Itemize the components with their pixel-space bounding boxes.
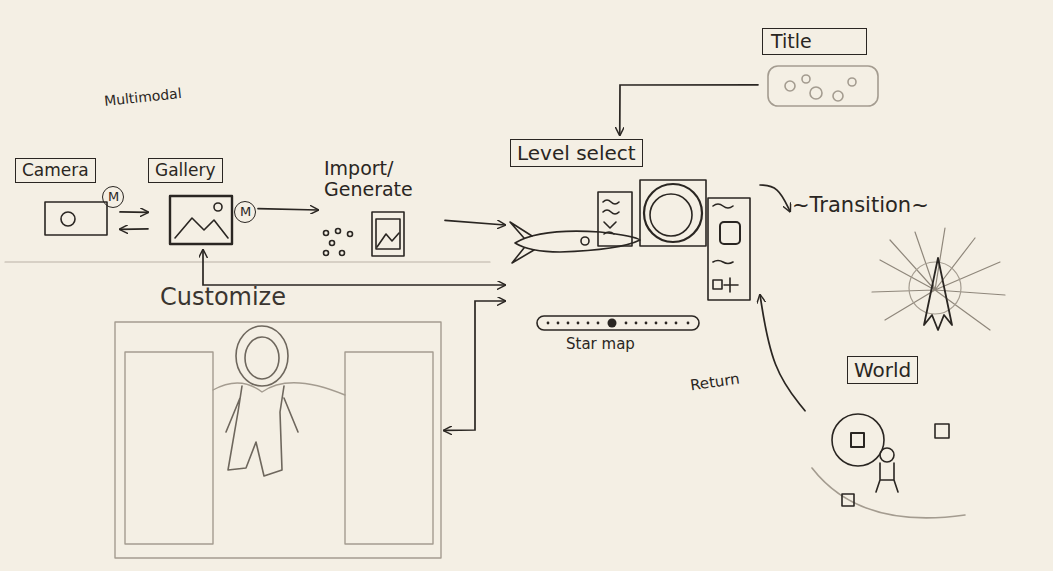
boxed-label: Camera bbox=[15, 158, 96, 183]
planet-circle bbox=[650, 194, 692, 236]
camera-screen: CameraM bbox=[15, 158, 120, 245]
flow-arrow bbox=[760, 295, 805, 411]
world-ground bbox=[812, 468, 965, 518]
gallery-screen: GalleryM bbox=[148, 158, 258, 250]
planet-circle bbox=[644, 184, 702, 242]
title-bubble bbox=[785, 81, 795, 91]
star-map-bar bbox=[537, 316, 699, 330]
boxed-label: Title bbox=[762, 28, 867, 55]
import-generate-screen: Import/ Generate bbox=[318, 158, 445, 262]
title-bubble bbox=[802, 75, 810, 83]
level-card bbox=[708, 198, 750, 300]
level-select-screen: Level select bbox=[505, 135, 760, 335]
boxed-label: Level select bbox=[510, 139, 643, 167]
world-item bbox=[842, 494, 854, 506]
note-text: Multimodal bbox=[103, 86, 182, 109]
gallery-screen-icon bbox=[170, 196, 232, 244]
flow-arrow bbox=[120, 228, 148, 230]
panel-cloud bbox=[213, 383, 345, 395]
launch-burst bbox=[872, 228, 1005, 330]
generate-dot bbox=[336, 229, 341, 234]
world-screen: World bbox=[805, 352, 1005, 520]
flow-arrow bbox=[620, 85, 758, 135]
customize-screen: Customize bbox=[112, 282, 444, 562]
flow-arrow bbox=[444, 301, 505, 430]
world-portal bbox=[832, 414, 884, 466]
star-dots bbox=[547, 319, 690, 328]
generate-dot bbox=[324, 231, 329, 236]
card-scribble bbox=[713, 204, 733, 264]
camera-screen-icon bbox=[45, 202, 107, 235]
screen-label: M bbox=[108, 190, 119, 204]
level-card bbox=[640, 180, 706, 246]
flow-arrow bbox=[203, 250, 505, 285]
portal-card bbox=[851, 433, 864, 447]
boxed-label: Gallery bbox=[148, 158, 223, 183]
card-square bbox=[713, 280, 722, 289]
card-cross bbox=[724, 278, 738, 292]
player-body bbox=[876, 463, 898, 492]
player-head bbox=[880, 448, 894, 462]
screen-label: Import/ Generate bbox=[324, 158, 424, 200]
camera-lens bbox=[61, 212, 75, 226]
world-item bbox=[935, 424, 949, 438]
flow-arrow bbox=[120, 211, 148, 213]
launching-rocket bbox=[924, 258, 952, 330]
screen-label: M bbox=[240, 205, 251, 219]
rocket-fins bbox=[510, 222, 534, 263]
flow-arrow bbox=[760, 185, 790, 211]
generate-dot bbox=[340, 251, 345, 256]
edge-label: Return bbox=[689, 371, 741, 394]
flow-arrow bbox=[258, 209, 318, 210]
card-scribble bbox=[603, 200, 619, 234]
title-screen: Title bbox=[758, 26, 882, 110]
rocket-window bbox=[581, 237, 589, 245]
avatar-face bbox=[245, 337, 279, 379]
generate-dot bbox=[330, 241, 335, 246]
customize-side-panel bbox=[345, 352, 433, 544]
rocket-ship bbox=[515, 231, 640, 252]
title-screen-sketch bbox=[768, 66, 878, 106]
transition-screen: ~Transition~ bbox=[790, 190, 1015, 355]
customize-panel bbox=[115, 322, 441, 558]
generate-dot bbox=[348, 232, 353, 237]
multimodal-badge: M bbox=[234, 201, 256, 223]
title-bubble bbox=[848, 78, 856, 86]
level-card bbox=[598, 192, 632, 246]
title-bubble bbox=[833, 91, 843, 101]
card-picture bbox=[720, 222, 740, 244]
flow-arrow bbox=[445, 220, 505, 225]
customize-side-panel bbox=[125, 352, 213, 544]
picture-sun bbox=[214, 203, 222, 211]
title-bubble bbox=[810, 87, 822, 99]
map-caption: Star map bbox=[566, 336, 635, 353]
separator-line bbox=[5, 261, 490, 262]
avatar-body bbox=[226, 386, 298, 476]
import-picture-icon bbox=[372, 212, 404, 256]
multimodal-badge: M bbox=[102, 186, 124, 208]
avatar-hood bbox=[236, 326, 288, 386]
picture-mountain bbox=[175, 218, 228, 238]
screen-label: ~Transition~ bbox=[792, 194, 929, 217]
screen-label: Customize bbox=[160, 284, 286, 310]
import-picture-frame bbox=[376, 219, 400, 249]
boxed-label: World bbox=[847, 356, 918, 384]
generate-dot bbox=[324, 251, 329, 256]
picture-mountain bbox=[377, 233, 399, 247]
